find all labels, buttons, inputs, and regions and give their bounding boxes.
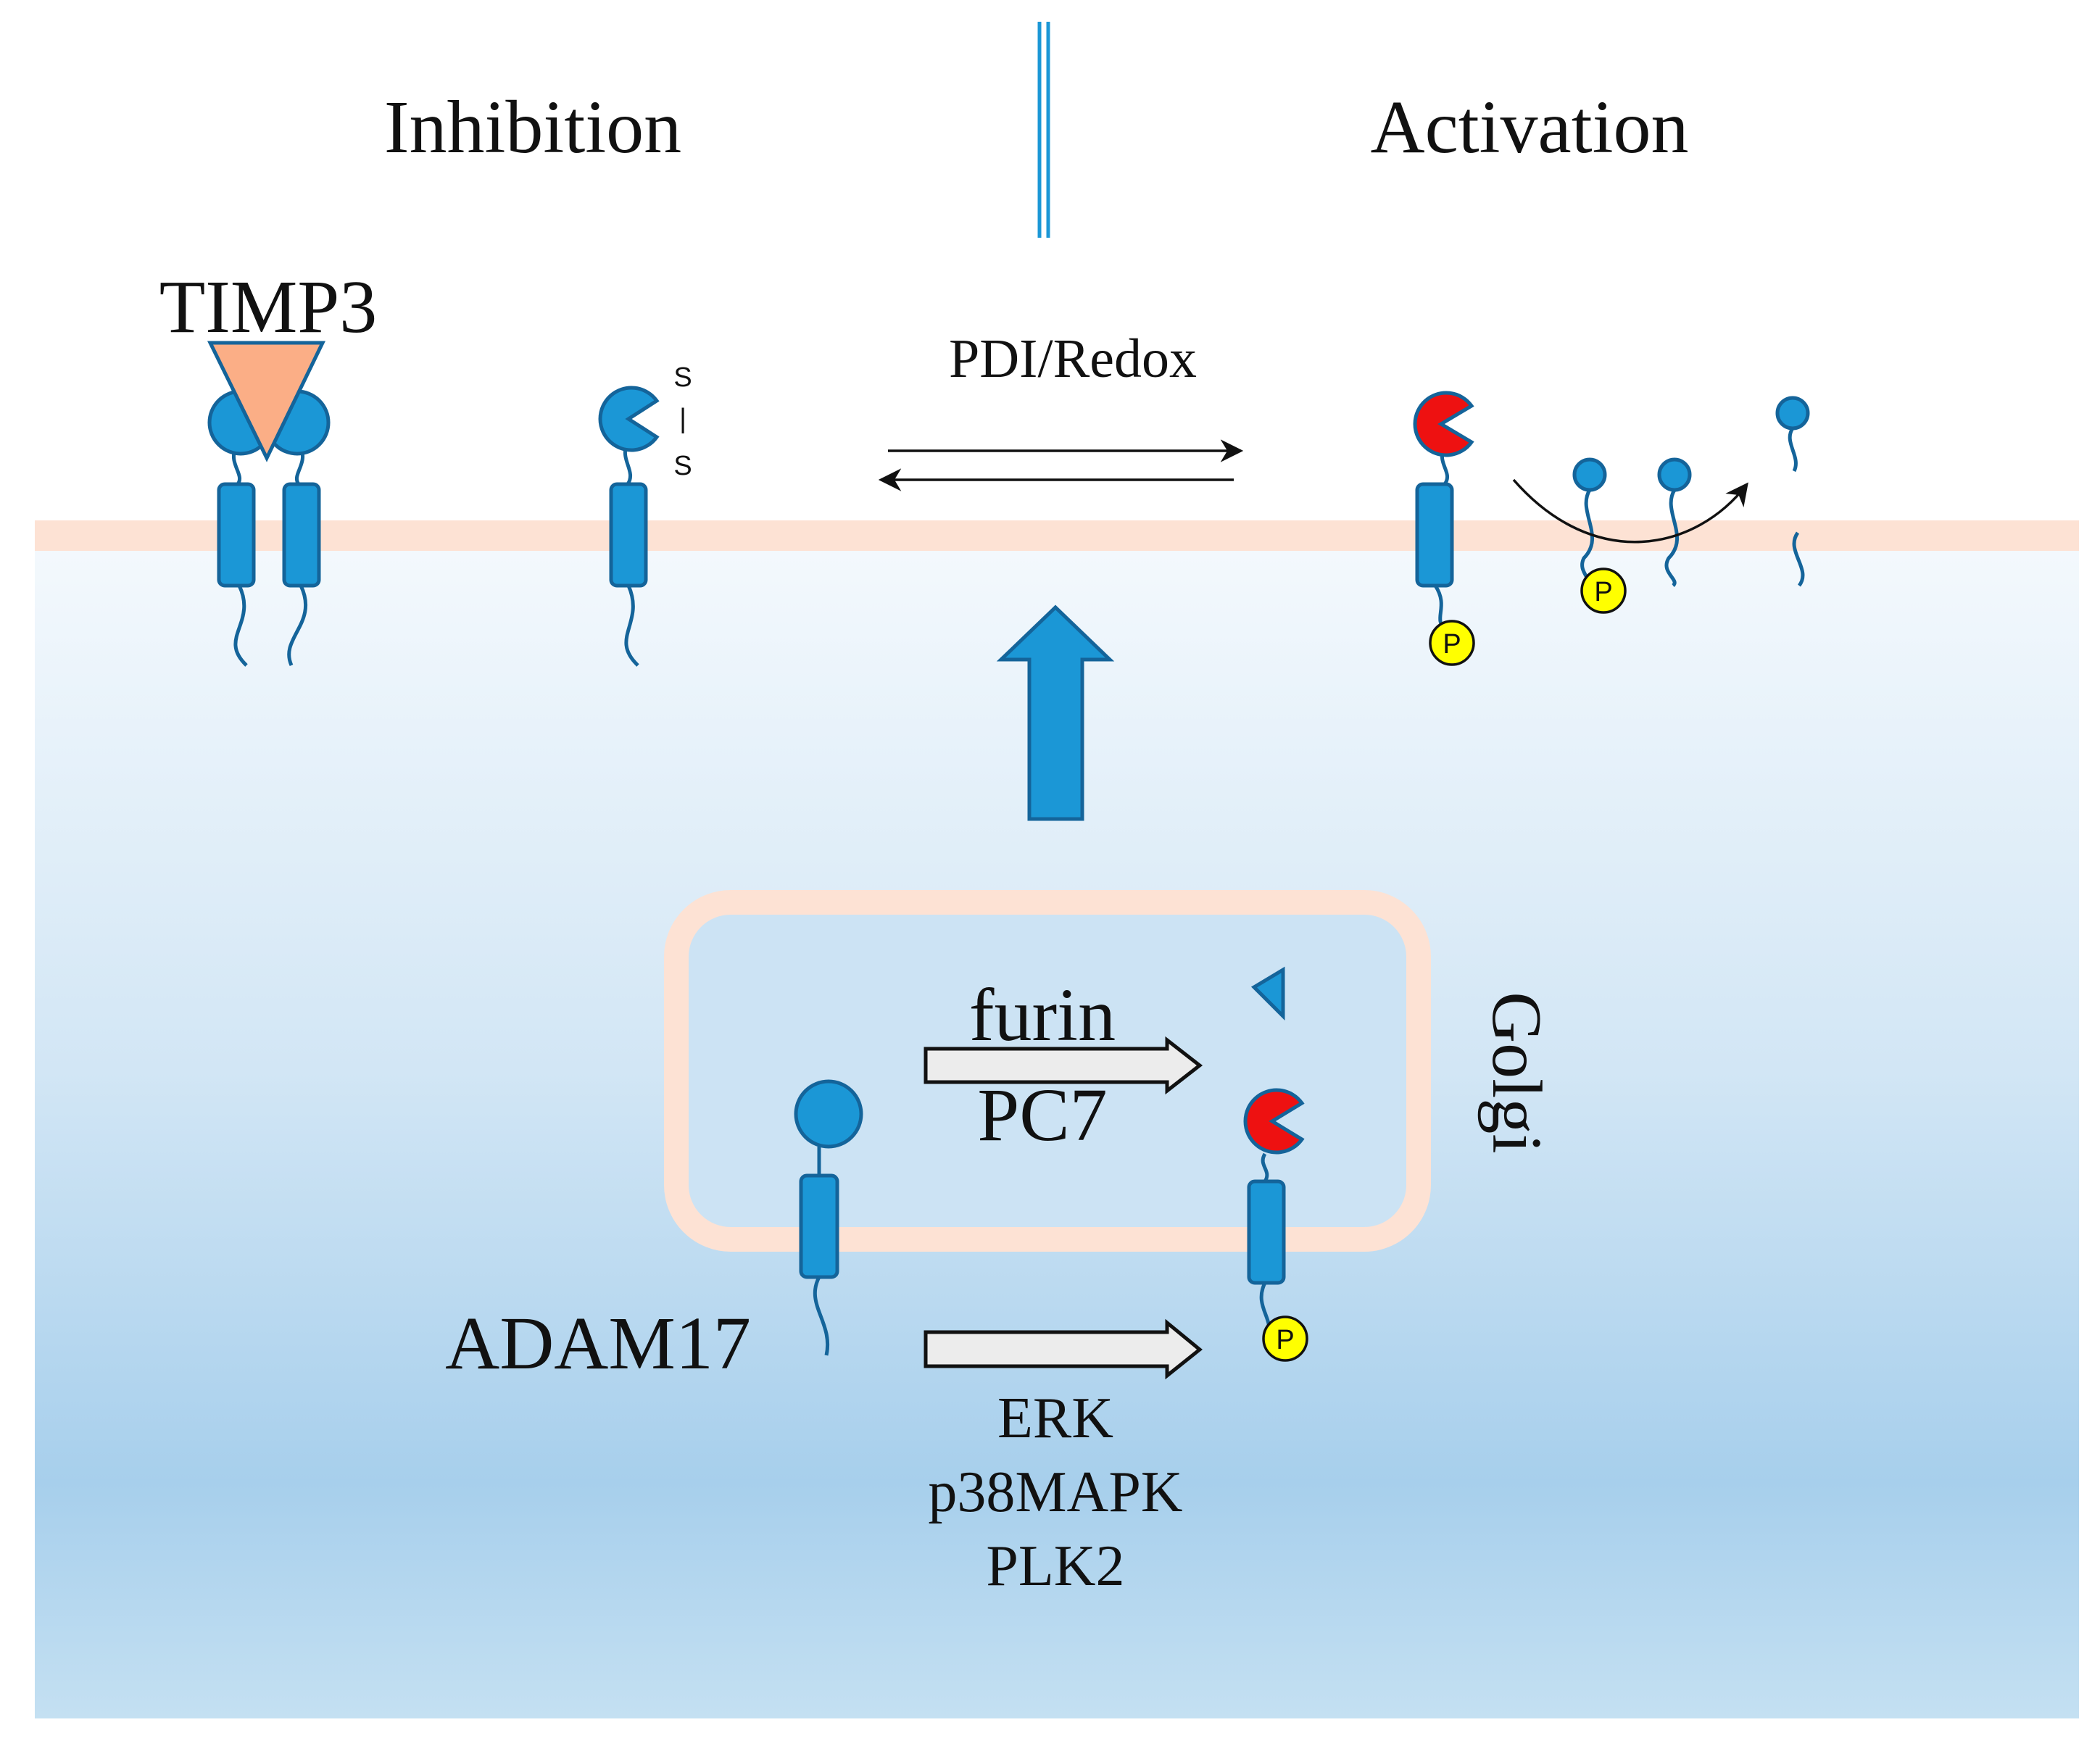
label-disulfide-bond: |: [679, 404, 686, 434]
mature-adam17-golgi: [1243, 1088, 1305, 1333]
released-prodomain: [1250, 966, 1285, 1021]
adam17-pacman-active: [1413, 391, 1474, 457]
kinase-phosphorylation-arrow: [924, 1318, 1203, 1380]
label-pc7: PC7: [977, 1073, 1107, 1157]
adam17-transmembrane-inactive: [609, 482, 648, 588]
substrate-head-1: [1572, 457, 1607, 492]
shed-ectodomain: [1775, 396, 1810, 473]
shedding-arrow: [1512, 478, 1748, 544]
remaining-stub: [1792, 531, 1805, 587]
label-kinase-erk: ERK: [997, 1387, 1113, 1450]
label-disulfide-s-top: S: [673, 362, 692, 393]
label-timp3: TIMP3: [159, 265, 377, 349]
label-disulfide-s-bottom: S: [673, 451, 692, 481]
label-kinase-p38mapk: p38MAPK: [928, 1460, 1182, 1524]
phospho-circle-membrane: [1429, 620, 1475, 666]
substrate-head-2: [1657, 457, 1692, 492]
shed-ectodomain-head: [1775, 396, 1810, 431]
adam17-transmembrane-right: [282, 482, 321, 588]
phospho-badge-golgi: P: [1262, 1315, 1308, 1362]
heading-activation: Activation: [1370, 86, 1688, 169]
mature-adam17-transmembrane: [1247, 1179, 1286, 1285]
pro-adam17-domain: [794, 1079, 863, 1149]
phospho-circle-golgi: [1262, 1315, 1308, 1362]
furin-processing-arrow: [924, 1036, 1203, 1095]
phospho-label-substrate: P: [1594, 577, 1612, 607]
phospho-badge-substrate: P: [1580, 568, 1627, 614]
adam17-transmembrane-active: [1415, 482, 1454, 588]
adam17-inactive-disulfide: [598, 386, 660, 667]
transport-arrow-up: [996, 604, 1115, 821]
plasma-membrane: [35, 520, 2079, 551]
pro-adam17: [794, 1079, 863, 1356]
label-furin: furin: [969, 973, 1116, 1057]
phospho-circle-substrate: [1580, 568, 1627, 614]
adam17-pacman-inactive: [598, 386, 660, 452]
timp3-adam17-complex: [207, 341, 331, 667]
label-pdi-redox: PDI/Redox: [949, 328, 1197, 389]
timp3-inhibitor-triangle: [207, 341, 325, 462]
pro-adam17-transmembrane: [799, 1173, 839, 1279]
adam17-transmembrane-left: [217, 482, 256, 588]
phospho-badge-membrane: P: [1429, 620, 1475, 666]
phospho-label-golgi: P: [1276, 1325, 1294, 1355]
mature-adam17-pacman: [1243, 1088, 1305, 1155]
label-kinase-plk2: PLK2: [986, 1534, 1124, 1598]
redox-equilibrium-arrows: [878, 439, 1244, 491]
label-golgi: Golgi: [1477, 992, 1556, 1153]
heading-inhibition: Inhibition: [384, 86, 681, 169]
substrate-pair: [1572, 457, 1692, 592]
adam17-active-membrane: [1413, 391, 1474, 631]
label-adam17: ADAM17: [445, 1302, 751, 1385]
section-divider: [1037, 22, 1050, 238]
phospho-label-membrane: P: [1443, 629, 1461, 660]
